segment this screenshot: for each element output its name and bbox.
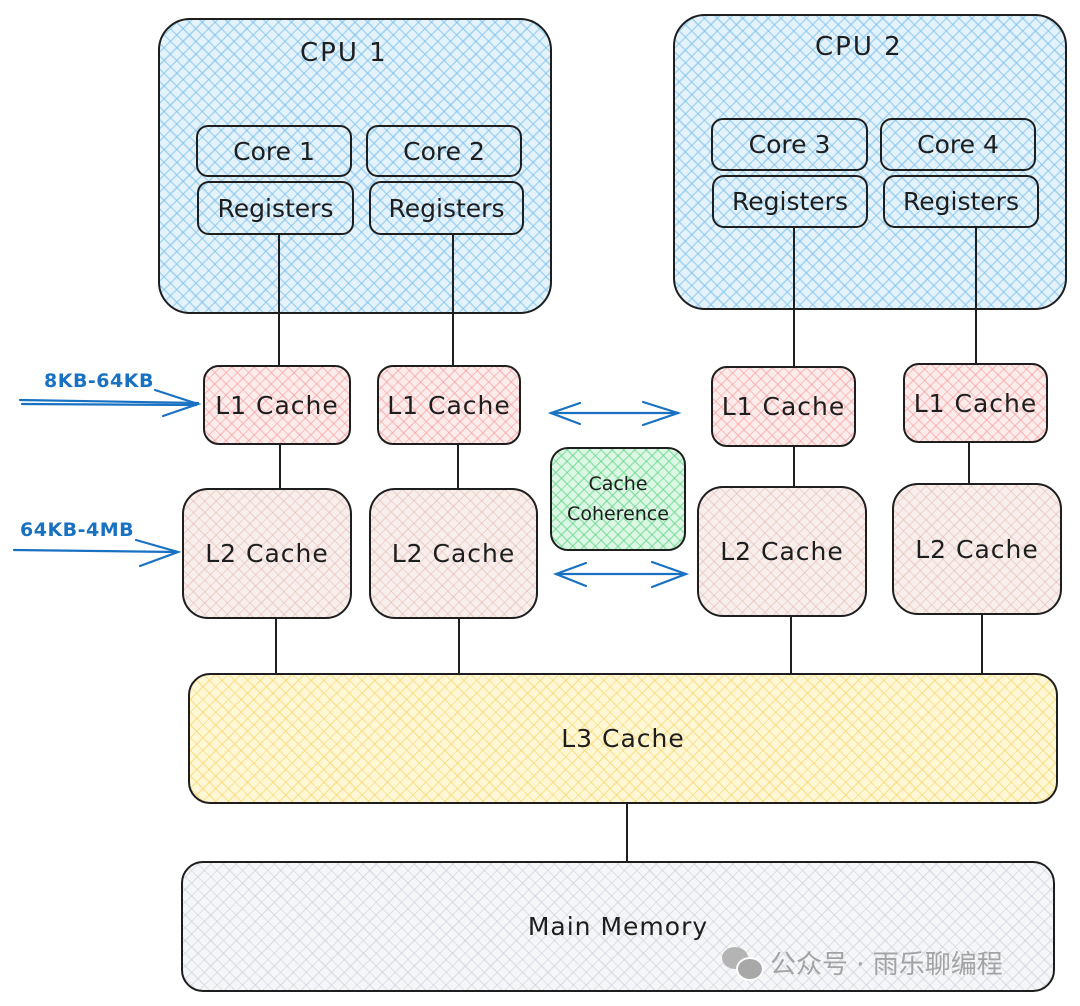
l2-cache-2-label: L2 Cache [391,539,516,568]
l1-cache-4-label: L1 Cache [913,388,1038,418]
l1-cache-3-label: L1 Cache [721,392,846,421]
registers-4-box: Registers [883,175,1039,228]
l3-cache-box: L3 Cache [188,673,1058,804]
cache-coherence-box: Cache Coherence [550,447,686,551]
connector-reg3-l1 [793,228,795,366]
watermark-text: 公众号 · 雨乐聊编程 [770,950,1003,980]
l2-cache-2: L2 Cache [369,488,538,619]
connector-l1-l2-3 [793,446,795,488]
l1-cache-4: L1 Cache [903,363,1048,443]
connector-reg2-l1 [452,235,454,365]
core-4-label: Core 4 [917,130,999,159]
registers-2-box: Registers [369,181,524,235]
core-2-label: Core 2 [403,136,485,166]
l2-size-arrow [12,538,182,568]
registers-3-label: Registers [732,187,848,216]
main-memory-box: Main Memory [181,861,1055,992]
core-4-box: Core 4 [880,118,1036,171]
l3-cache-label: L3 Cache [561,724,685,753]
connector-l2-l3-4 [981,614,983,674]
l2-cache-1: L2 Cache [182,488,352,619]
l1-cache-2-label: L1 Cache [387,390,511,420]
connector-l1-l2-4 [968,441,970,486]
watermark: 公众号 · 雨乐聊编程 [722,944,1003,981]
connector-l2-l3-2 [458,618,460,674]
cpu-2-label: CPU 2 [815,32,903,62]
coherence-line-2: Coherence [567,503,669,525]
connector-reg4-l1 [975,228,977,363]
registers-3-box: Registers [712,175,868,228]
cpu-2-box [673,14,1067,310]
connector-l1-l2-1 [279,444,281,489]
wechat-icon [722,946,764,981]
core-3-box: Core 3 [711,118,868,171]
l1-size-annotation: 8KB-64KB [44,370,154,392]
main-memory-label: Main Memory [527,912,709,941]
connector-l2-l3-1 [275,618,277,674]
connector-l2-l3-3 [790,616,792,676]
registers-2-label: Registers [388,193,505,223]
registers-1-box: Registers [197,181,354,235]
l2-cache-1-label: L2 Cache [205,539,329,568]
coherence-line-1: Cache [588,473,648,495]
coherence-top-double-arrow [547,400,682,427]
connector-l3-memory [626,803,628,861]
l2-size-annotation: 64KB-4MB [20,519,135,541]
l1-cache-1-label: L1 Cache [215,390,339,420]
core-1-label: Core 1 [233,136,315,166]
l1-cache-3: L1 Cache [711,366,856,447]
cpu-1-label: CPU 1 [300,38,388,68]
l2-cache-3-label: L2 Cache [720,537,844,566]
connector-l1-l2-2 [457,444,459,489]
l1-cache-2: L1 Cache [377,365,521,445]
core-2-box: Core 2 [366,125,522,177]
registers-1-label: Registers [217,193,334,223]
registers-4-label: Registers [903,187,1019,216]
connector-reg1-l1 [278,235,280,365]
core-3-label: Core 3 [748,130,831,159]
core-1-box: Core 1 [196,125,352,177]
coherence-bottom-double-arrow [552,560,690,589]
l1-size-arrow [18,388,202,418]
l2-cache-4-label: L2 Cache [915,534,1039,564]
l1-cache-1: L1 Cache [203,365,351,445]
l2-cache-4: L2 Cache [892,483,1062,615]
l2-cache-3: L2 Cache [697,486,867,617]
cpu-1-box [158,18,552,314]
